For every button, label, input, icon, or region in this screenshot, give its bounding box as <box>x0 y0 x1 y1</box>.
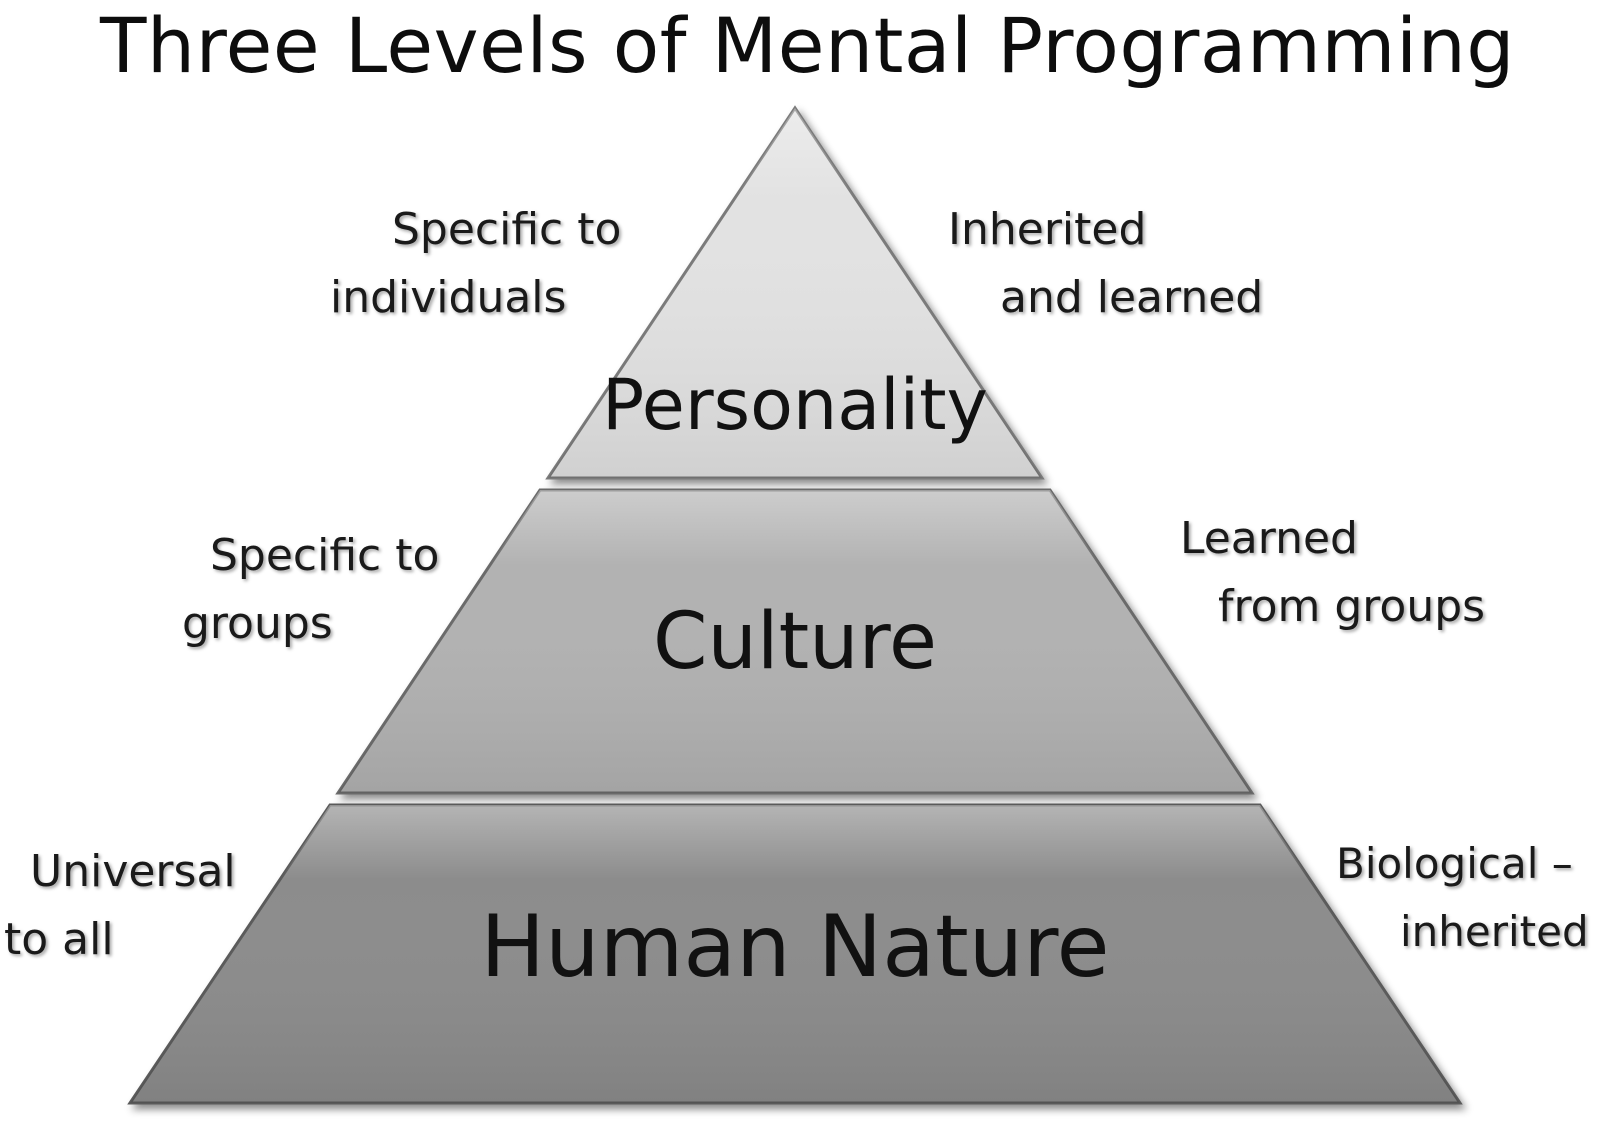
level-label-personality: Personality <box>602 364 988 446</box>
scope-note-line: Specific to <box>392 204 622 255</box>
level-label-culture: Culture <box>653 597 937 687</box>
origin-note-line: Biological – <box>1336 839 1573 888</box>
scope-note-line: individuals <box>330 272 567 323</box>
origin-note-human-nature: Biological – inherited <box>1336 830 1589 966</box>
origin-note-line: and learned <box>1000 272 1264 323</box>
origin-note-personality: Inherited and learned <box>948 196 1263 332</box>
scope-note-line: Universal <box>30 846 236 897</box>
scope-note-line: groups <box>182 598 333 649</box>
diagram-title: Three Levels of Mental Programming <box>100 1 1515 90</box>
scope-note-line: Specific to <box>210 530 440 581</box>
level-label-human-nature: Human Nature <box>480 897 1110 997</box>
scope-note-line: to all <box>4 914 114 965</box>
scope-note-personality: Specific to individuals <box>330 196 621 332</box>
origin-note-line: Inherited <box>948 204 1147 255</box>
origin-note-line: inherited <box>1400 907 1589 956</box>
scope-note-human-nature: Universal to all <box>4 838 236 974</box>
origin-note-line: from groups <box>1218 581 1486 632</box>
scope-note-culture: Specific to groups <box>182 522 439 658</box>
pyramid-tier-human-nature <box>127 803 1463 1105</box>
origin-note-culture: Learned from groups <box>1180 505 1485 641</box>
origin-note-line: Learned <box>1180 513 1358 564</box>
pyramid-tier-personality <box>545 105 1045 480</box>
pyramid-tier-culture <box>335 488 1255 795</box>
